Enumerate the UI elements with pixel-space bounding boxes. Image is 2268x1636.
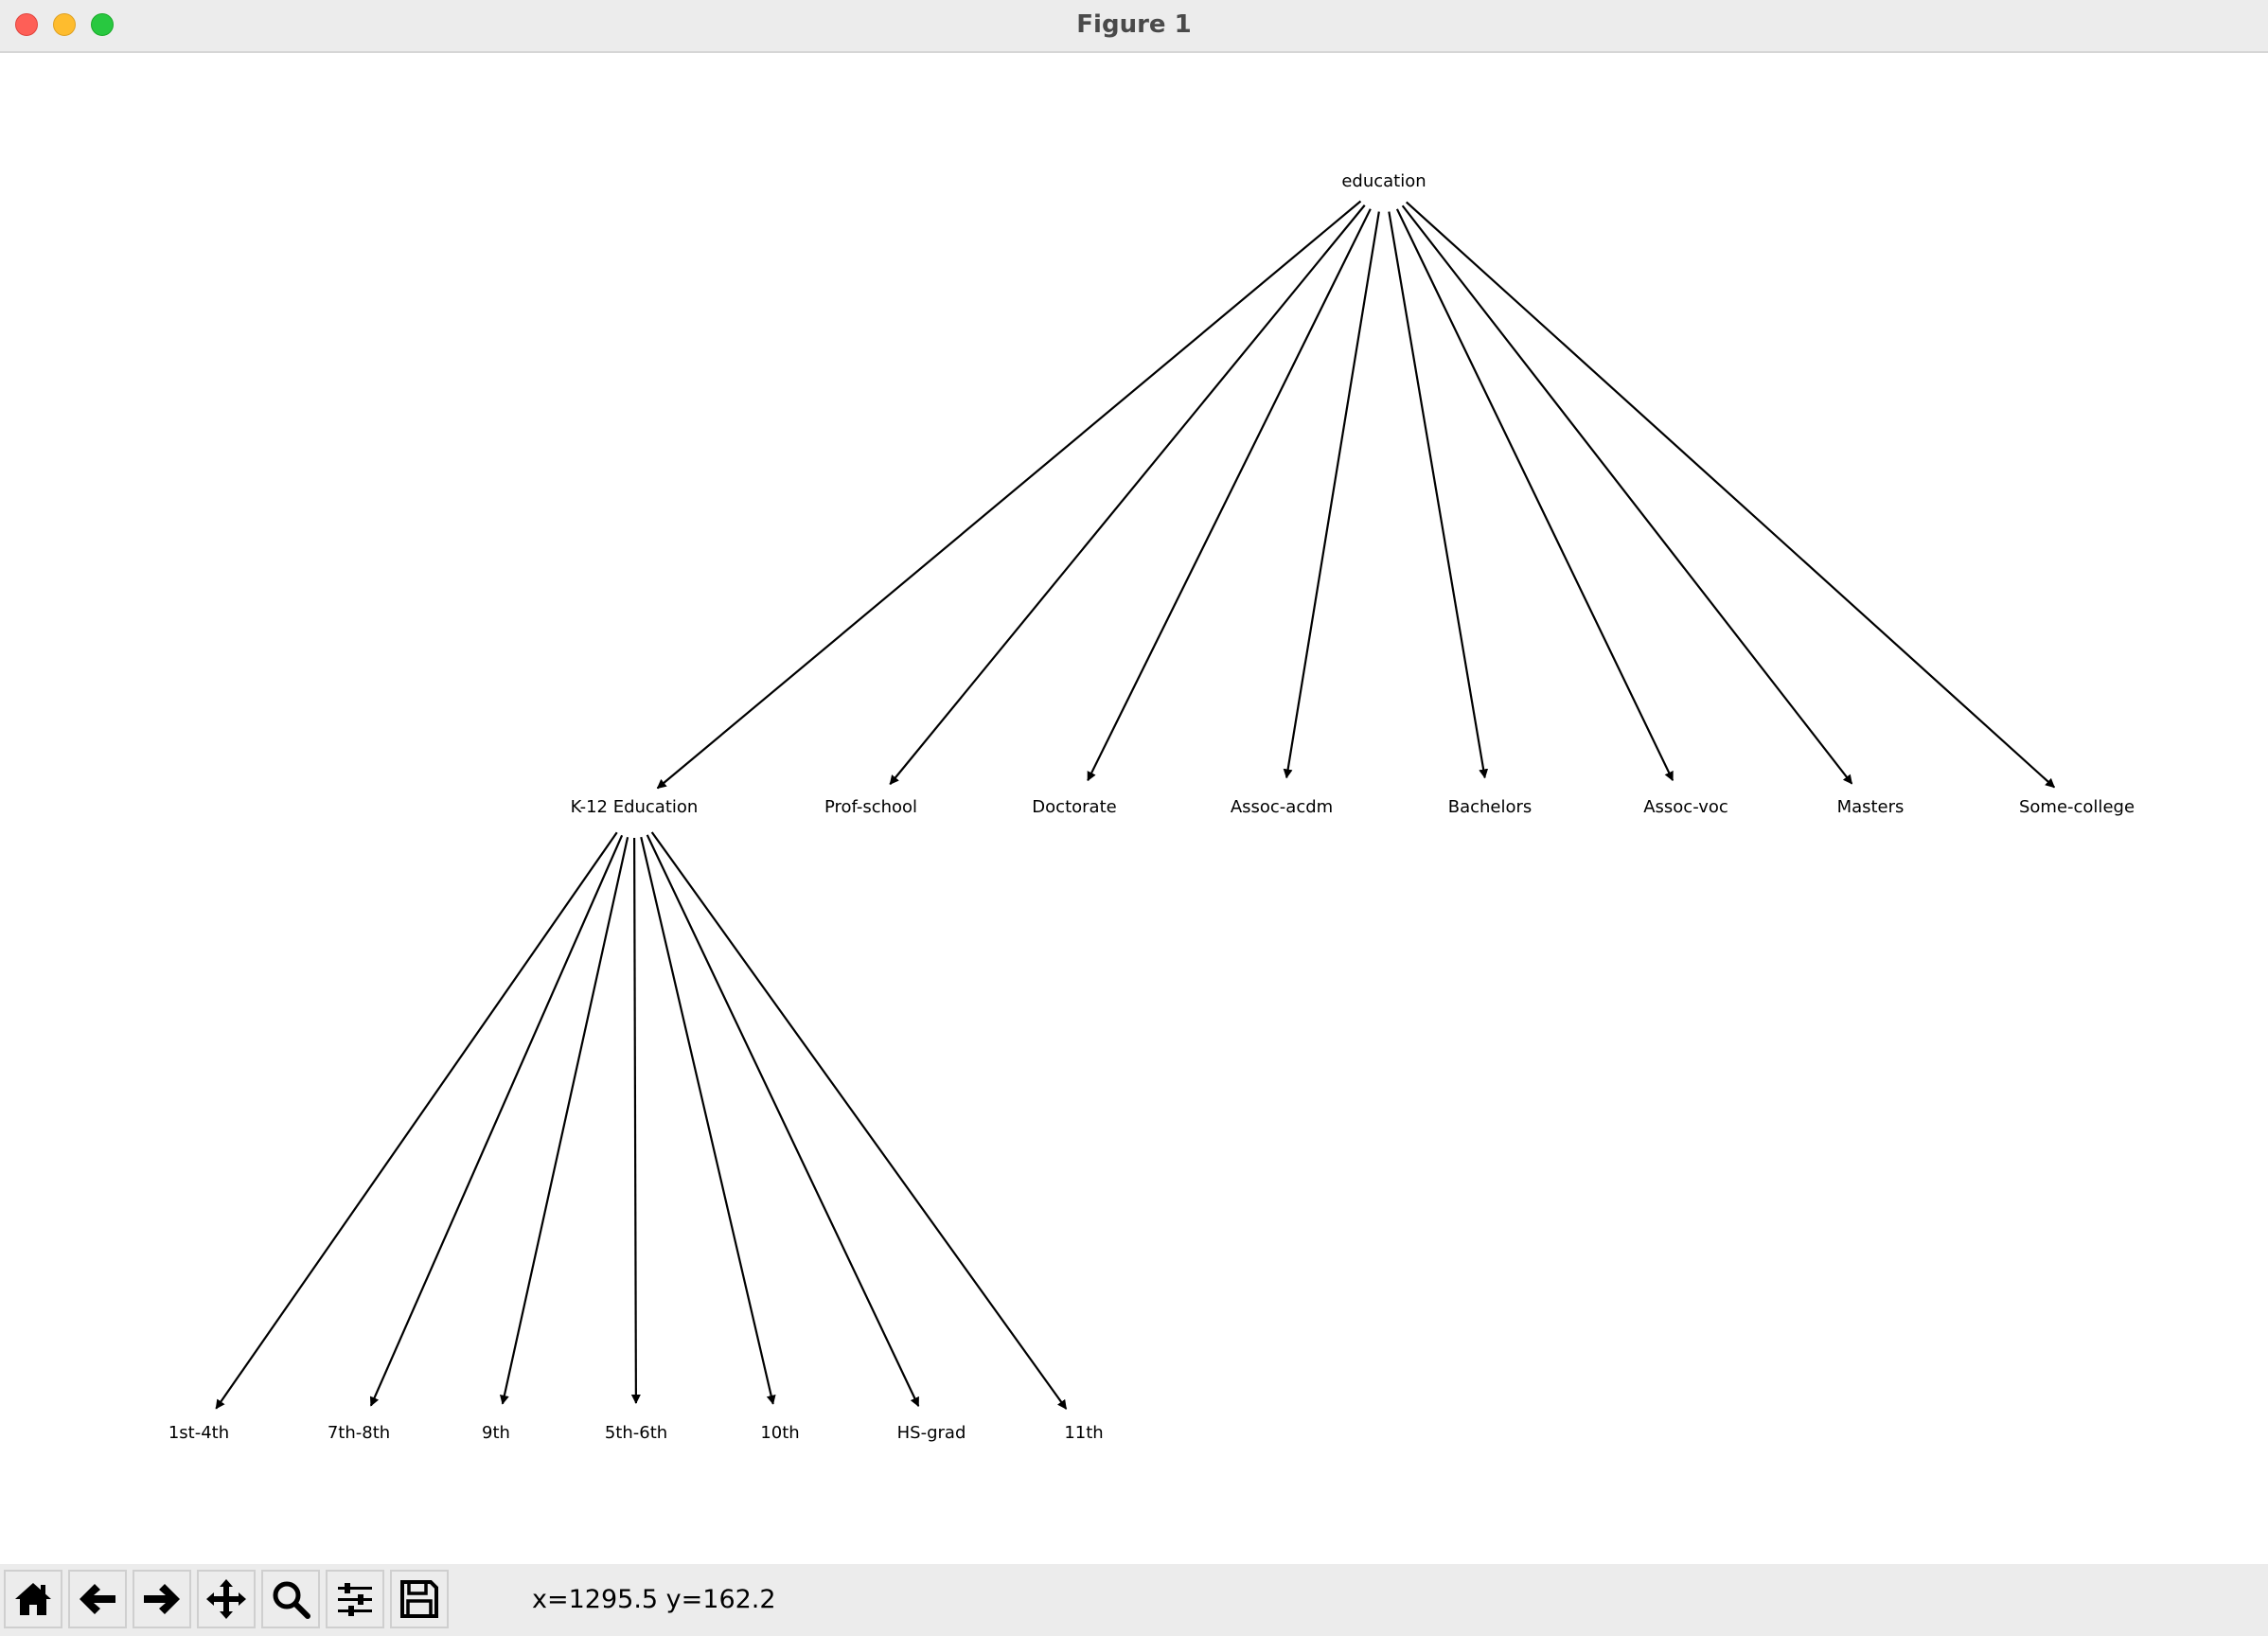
sliders-icon [338,1583,372,1616]
save-button[interactable] [390,1570,449,1628]
maximize-window-button[interactable] [91,13,114,36]
tree-edge-arrow [656,200,1362,790]
tree-edge-arrow [1395,208,1674,782]
title-bar: Figure 1 [0,0,2268,53]
home-icon [15,1583,51,1615]
tree-edge-arrow [1087,208,1372,782]
pan-button[interactable] [197,1570,256,1628]
tree-edge-arrow [215,831,618,1410]
node-label: Doctorate [1032,797,1116,817]
tree-edge-arrow [650,831,1068,1410]
zoom-icon [273,1581,310,1619]
cursor-coordinates: x=1295.5 y=162.2 [532,1585,776,1614]
tree-edge-arrow [889,204,1366,786]
tree-edge-arrow [640,836,776,1405]
window-title: Figure 1 [1076,10,1192,39]
node-label: 1st-4th [168,1423,229,1443]
tree-edges [215,200,2055,1410]
arrow-right-icon [144,1584,180,1614]
tree-edge-arrow [1388,211,1489,779]
node-label: 7th-8th [328,1423,390,1443]
back-button[interactable] [68,1570,127,1628]
tree-edge-arrow [1401,204,1853,785]
node-label: Some-college [2019,797,2135,817]
node-label: 5th-6th [605,1423,667,1443]
home-button[interactable] [4,1570,62,1628]
configure-subplots-button[interactable] [326,1570,384,1628]
node-label: K-12 Education [571,797,699,817]
node-label: Bachelors [1448,797,1533,817]
tree-edge-arrow [1406,201,2055,789]
forward-button[interactable] [133,1570,191,1628]
save-icon [400,1580,438,1618]
node-label: 9th [482,1423,510,1443]
tree-edge-arrow [646,834,920,1407]
tree-edge-arrow [369,834,624,1407]
node-label: Assoc-acdm [1231,797,1333,817]
node-label: 11th [1064,1423,1103,1443]
minimize-window-button[interactable] [53,13,76,36]
node-label: 10th [760,1423,799,1443]
node-label: Masters [1837,797,1905,817]
tree-edge-arrow [1283,211,1380,779]
move-icon [206,1579,246,1619]
arrow-left-icon [80,1584,115,1614]
node-label: HS-grad [897,1423,966,1443]
close-window-button[interactable] [15,13,38,36]
zoom-button[interactable] [261,1570,320,1628]
tree-edge-arrow [499,837,629,1405]
navigation-toolbar: x=1295.5 y=162.2 [0,1564,2268,1636]
node-label: education [1341,171,1426,191]
node-label: Assoc-voc [1643,797,1728,817]
tree-edge-arrow [630,837,641,1405]
node-label: Prof-school [824,797,917,817]
